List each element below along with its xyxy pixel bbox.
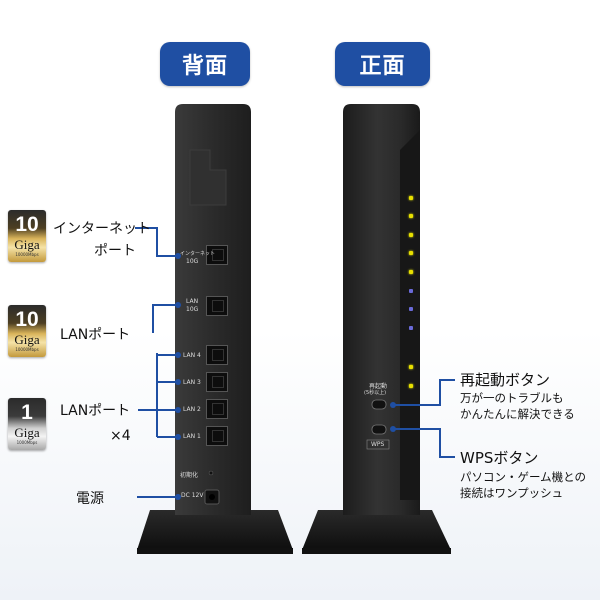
lan-port-2 — [206, 399, 228, 419]
led-4 — [409, 251, 413, 255]
back-view-header: 背面 — [160, 42, 250, 86]
power-label: 電源 — [76, 491, 104, 507]
back-vent-panel — [189, 149, 227, 206]
led-10 — [409, 384, 413, 388]
led-3 — [409, 233, 413, 237]
10-giga-badge-lan: 10 Giga 10000Mbps — [8, 305, 46, 357]
back-callout-dots — [175, 253, 181, 500]
badge-speed: 10000Mbps — [15, 347, 39, 352]
badge-speed: 10000Mbps — [15, 252, 39, 257]
restart-button-shape — [371, 399, 387, 410]
restart-button-note-1: 万が一のトラブルも — [460, 391, 564, 405]
restart-small-label2: (5秒以上) — [364, 390, 387, 396]
power-jack-hole — [209, 494, 215, 500]
lan-1g-ports-label-line1: LANポート — [60, 403, 131, 419]
front-callout-lines — [393, 379, 455, 458]
back-stand-base — [137, 548, 293, 554]
front-view-header: 正面 — [335, 42, 430, 86]
wps-button-shape — [371, 424, 387, 435]
led-5 — [409, 270, 413, 274]
badge-number: 10 — [15, 308, 39, 331]
internet-port-label-line1: インターネット — [53, 221, 151, 237]
wps-button-note-1: パソコン・ゲーム機との — [460, 470, 587, 484]
restart-button-title: 再起動ボタン — [460, 371, 551, 389]
lan-port-4 — [206, 345, 228, 365]
led-2 — [409, 214, 413, 218]
badge-giga: Giga — [14, 237, 40, 252]
front-callout-dots — [390, 402, 396, 432]
badge-number: 10 — [15, 213, 39, 236]
wps-button-title: WPSボタン — [460, 449, 539, 467]
10-giga-badge-internet: 10 Giga 10000Mbps — [8, 210, 46, 262]
lan1-label: LAN 1 — [183, 433, 201, 440]
lan4-label: LAN 4 — [183, 352, 201, 359]
front-stand — [302, 510, 451, 550]
lan3-label: LAN 3 — [183, 379, 201, 386]
led-6 — [409, 289, 413, 293]
front-stand-base — [302, 548, 451, 554]
internet-port — [206, 245, 228, 265]
wps-button-note-2: 接続はワンプッシュ — [460, 486, 564, 500]
led-9 — [409, 365, 413, 369]
back-callout-lines — [135, 227, 178, 498]
restart-small-label: 再起動 — [369, 383, 388, 390]
badge-giga: Giga — [14, 425, 40, 440]
lan-1g-ports-label-line2: ×4 — [110, 428, 131, 444]
lan2-label: LAN 2 — [183, 406, 201, 413]
lan-10g-speed: 10G — [186, 306, 199, 313]
led-1 — [409, 196, 413, 200]
led-7 — [409, 307, 413, 311]
badge-giga: Giga — [14, 332, 40, 347]
internet-port-label-line2: ポート — [94, 243, 136, 259]
badge-speed: 1000Mbps — [16, 440, 38, 445]
wps-button-label-box — [366, 439, 390, 450]
led-8 — [409, 326, 413, 330]
lan-10g-port — [206, 296, 228, 316]
internet-port-speed: 10G — [186, 258, 199, 265]
back-stand — [137, 510, 293, 550]
internet-port-small-label: インターネット — [180, 251, 216, 257]
1-giga-badge-lan: 1 Giga 1000Mbps — [8, 398, 46, 450]
lan-10g-port-label: LANポート — [60, 327, 131, 343]
lan-port-1 — [206, 426, 228, 446]
init-hole — [208, 470, 214, 476]
init-label: 初期化 — [180, 472, 199, 479]
lan-port-3 — [206, 372, 228, 392]
badge-number: 1 — [21, 401, 33, 424]
front-led-strip — [400, 130, 420, 500]
lan-10g-small-label: LAN — [186, 298, 199, 305]
dc-label: DC 12V — [181, 492, 204, 499]
wps-small-label: WPS — [371, 441, 385, 448]
restart-button-note-2: かんたんに解決できる — [460, 407, 575, 421]
